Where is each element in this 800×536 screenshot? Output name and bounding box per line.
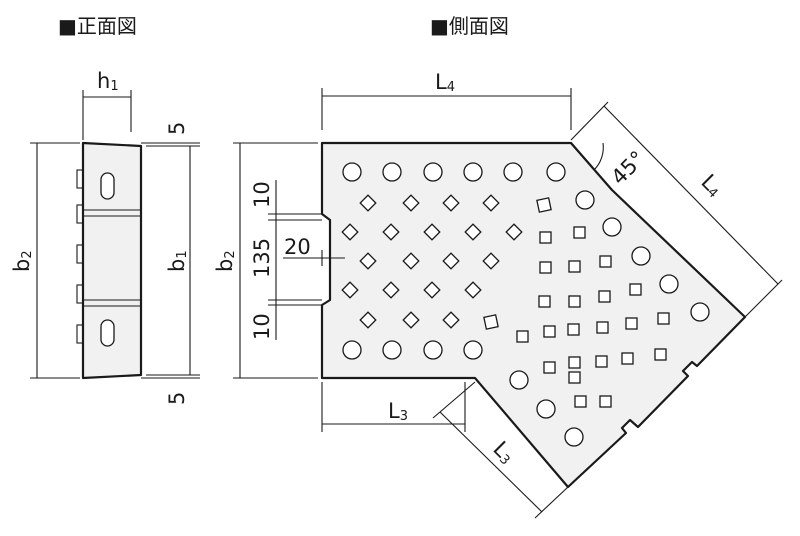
dim-b2-front: b2: [10, 250, 35, 272]
front-slot-top: [100, 172, 115, 200]
dim-10-bottom: 10: [250, 313, 274, 340]
dim-h1: h1: [97, 69, 119, 94]
side-view-square-holes: [483, 197, 670, 408]
dim-b2-side: b2: [213, 250, 238, 272]
front-view-nubs: [76, 169, 84, 344]
side-view-title: ■側面図: [430, 14, 509, 38]
side-view-diamond-holes: [341, 194, 523, 329]
dim-b1: b1: [165, 250, 190, 272]
dim-20: 20: [284, 235, 311, 259]
dim-L3-bottom: L3: [388, 399, 408, 424]
side-view-plate: [320, 141, 747, 489]
side-view: b2 L4 L4 45° 10 135 10 20 L3: [213, 70, 783, 519]
dim-135: 135: [250, 238, 274, 278]
dim-5-bottom: 5: [165, 392, 189, 405]
dim-angle-45: 45°: [607, 146, 650, 189]
side-view-round-holes: [342, 162, 710, 447]
front-view-title: ■正面図: [58, 14, 137, 38]
dim-L4-diagonal: L4: [696, 170, 728, 202]
front-slot-bottom: [100, 319, 115, 347]
dim-L4-top: L4: [435, 70, 455, 95]
front-view: h1 b2 b1 5 5: [10, 69, 200, 405]
dim-10-top: 10: [250, 181, 274, 208]
dim-5-top: 5: [165, 122, 189, 135]
